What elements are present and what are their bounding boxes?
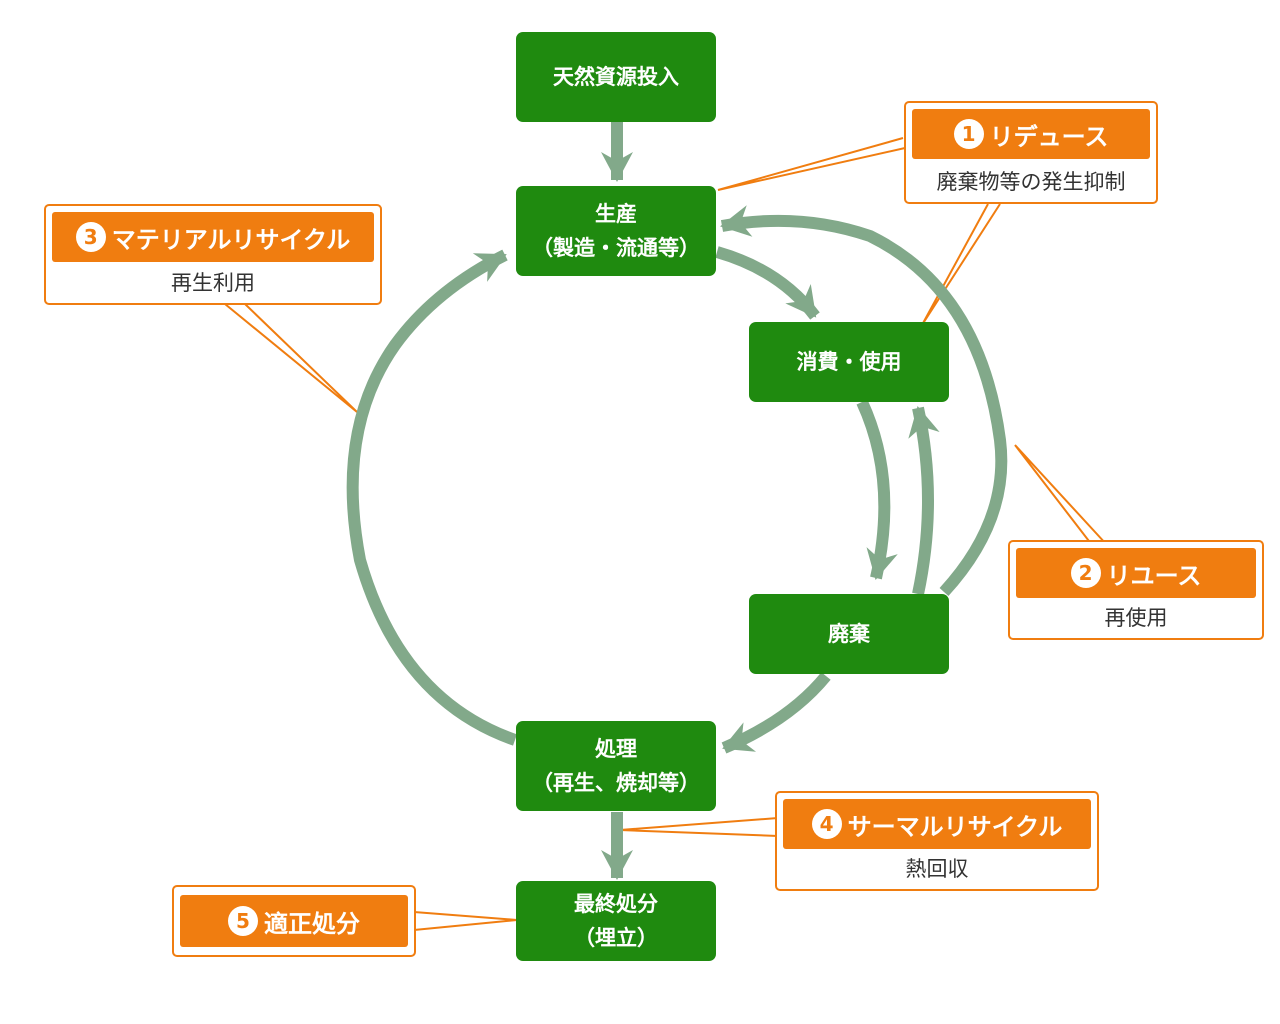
callout-thermal-recycle-title-text: サーマルリサイクル	[847, 812, 1063, 841]
callout-thermal-recycle: 4 サーマルリサイクル 熱回収	[775, 791, 1099, 891]
node-treatment-line-2: （再生、焼却等）	[532, 771, 700, 795]
callout-reuse-title-text: リユース	[1106, 561, 1202, 590]
callout-proper-disposal-title-text: 適正処分	[264, 909, 360, 938]
callout-reduce: 1 リデュース 廃棄物等の発生抑制	[904, 101, 1158, 204]
node-production: 生産 （製造・流通等）	[516, 186, 716, 276]
node-disposal: 廃棄	[749, 594, 949, 674]
callout-material-recycle-title: 3 マテリアルリサイクル	[52, 212, 374, 262]
node-production-line-1: 生産	[595, 202, 637, 226]
arrow-disposal-to-consumption	[908, 406, 940, 596]
number-4-icon: 4	[811, 809, 842, 839]
callout-proper-disposal: 5 適正処分	[172, 885, 416, 957]
node-disposal-line-1: 廃棄	[828, 622, 870, 646]
arrow-consumption-to-disposal	[856, 399, 898, 580]
arrow-disposal-to-treatment	[721, 672, 831, 754]
node-consumption: 消費・使用	[749, 322, 949, 402]
node-consumption-line-1: 消費・使用	[796, 350, 902, 374]
callout-thermal-recycle-title: 4 サーマルリサイクル	[783, 799, 1091, 849]
arrow-disposal-to-production	[720, 205, 1008, 597]
reduce-pointer	[717, 137, 906, 191]
number-3-icon: 3	[75, 222, 106, 252]
node-treatment-line-1: 処理	[595, 737, 637, 761]
callout-reuse-title: 2 リユース	[1016, 548, 1256, 598]
node-treatment: 処理 （再生、焼却等）	[516, 721, 716, 811]
node-natural-resources-line-1: 天然資源投入	[553, 65, 679, 89]
reuse-pointer	[1014, 444, 1108, 546]
callout-material-recycle: 3 マテリアルリサイクル 再生利用	[44, 204, 382, 305]
thermal-recycle-pointer	[619, 817, 779, 837]
proper-disposal-pointer	[413, 911, 518, 931]
material-recycle-pointer	[224, 303, 358, 413]
arrow-treatment-to-production	[346, 249, 517, 746]
callout-reuse: 2 リユース 再使用	[1008, 540, 1264, 640]
arrow-production-to-consumption	[715, 246, 820, 320]
callout-proper-disposal-title: 5 適正処分	[180, 895, 408, 947]
node-natural-resources: 天然資源投入	[516, 32, 716, 122]
reduce-pointer-down	[921, 203, 1001, 326]
number-5-icon: 5	[228, 906, 258, 936]
callout-reduce-title: 1 リデュース	[912, 109, 1150, 159]
node-final-disposal-line-1: 最終処分	[574, 892, 658, 916]
callout-material-recycle-title-text: マテリアルリサイクル	[111, 225, 351, 254]
number-2-icon: 2	[1070, 558, 1101, 588]
node-final-disposal-line-2: （埋立）	[574, 926, 658, 950]
callout-reuse-description: 再使用	[1104, 606, 1168, 630]
callout-material-recycle-description: 再生利用	[171, 271, 255, 295]
number-1-icon: 1	[953, 119, 984, 149]
callout-reduce-description: 廃棄物等の発生抑制	[936, 170, 1126, 194]
callout-thermal-recycle-description: 熱回収	[905, 857, 969, 881]
flow-arrows	[346, 122, 1008, 880]
node-production-line-2: （製造・流通等）	[532, 236, 700, 260]
callout-reduce-title-text: リデュース	[989, 122, 1109, 151]
node-final-disposal: 最終処分 （埋立）	[516, 881, 716, 961]
